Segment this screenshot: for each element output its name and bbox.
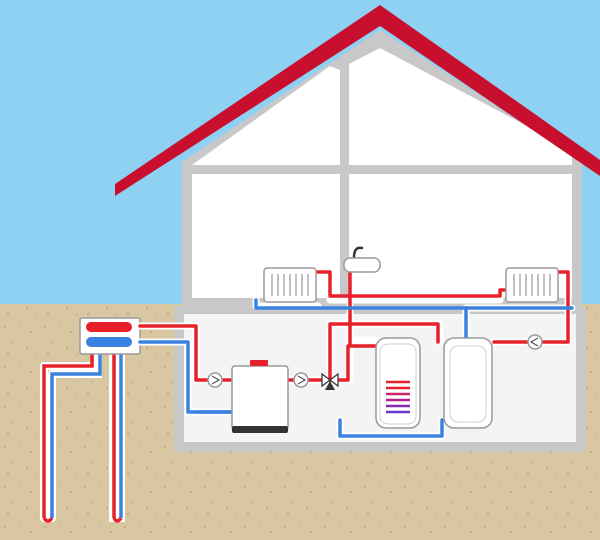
radiator-icon bbox=[263, 267, 317, 303]
pipe-hot-valve-up bbox=[328, 322, 440, 382]
borehole-loop-right-end bbox=[112, 516, 123, 523]
borehole-loop-left-end bbox=[42, 516, 54, 523]
buffer-tank-icon bbox=[443, 337, 493, 429]
boiler-icon bbox=[231, 360, 289, 433]
pipe-cold-tank-link bbox=[338, 418, 444, 438]
pipe-hot-radiator-left bbox=[316, 270, 510, 298]
hot-water-storage-tank-icon bbox=[375, 337, 421, 429]
heat-pump-unit-icon bbox=[79, 317, 141, 355]
radiator-icon bbox=[505, 267, 559, 303]
borehole-loop-left-cold bbox=[50, 346, 102, 518]
pump-icon bbox=[207, 372, 223, 388]
pipe-hot-valve-to-tank bbox=[328, 344, 380, 382]
sink-faucet-icon bbox=[343, 246, 381, 273]
roof bbox=[115, 5, 600, 196]
pump-icon bbox=[293, 372, 309, 388]
pump-icon bbox=[527, 334, 543, 350]
attic-room bbox=[192, 66, 340, 165]
pipe-cold-return-left bbox=[254, 298, 468, 310]
three-way-valve-icon bbox=[321, 372, 339, 390]
attic-room-right bbox=[349, 48, 572, 165]
basement-piping bbox=[136, 268, 576, 440]
